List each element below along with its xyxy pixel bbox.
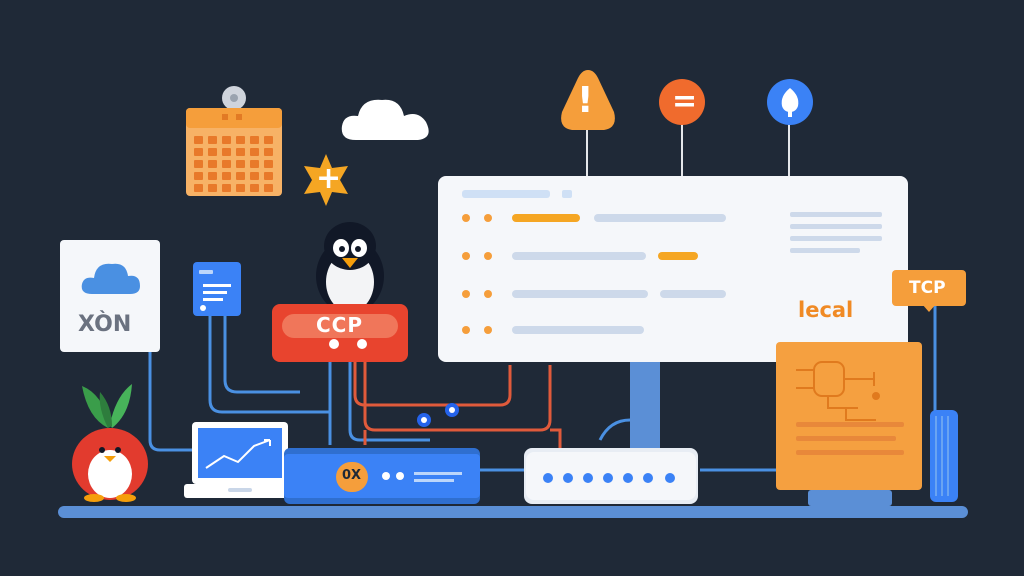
xon-card[interactable]: XÒN <box>60 240 160 352</box>
local-label: lecal <box>798 298 854 322</box>
document-icon[interactable] <box>193 262 241 318</box>
radish-penguin-icon <box>68 378 152 504</box>
cylinder-icon <box>928 410 960 502</box>
network-switch[interactable]: 0X <box>284 448 480 504</box>
switch-label: 0X <box>342 468 362 483</box>
ccp-label: CCP <box>316 313 364 337</box>
router-icon[interactable] <box>524 448 698 504</box>
warning-icon[interactable]: ! <box>560 68 616 132</box>
tcp-tag[interactable]: TCP <box>892 270 966 312</box>
star-badge-icon: + <box>298 152 354 208</box>
ccp-inner <box>282 314 398 338</box>
cloud-icon <box>338 92 436 144</box>
warning-mark: ! <box>577 80 594 121</box>
penguin-icon <box>310 218 390 312</box>
tcp-label: TCP <box>909 278 946 298</box>
ccp-badge[interactable]: CCP <box>272 304 408 362</box>
laptop-icon[interactable] <box>184 420 296 506</box>
pin-icon[interactable] <box>766 78 814 126</box>
circuit-icon <box>776 342 922 490</box>
switch-port-badge <box>336 462 368 492</box>
equals-mark: = <box>672 84 698 119</box>
plus-symbol: + <box>316 161 342 196</box>
base-bar <box>58 506 968 518</box>
panel-stand <box>630 362 660 448</box>
calendar-icon <box>184 86 284 198</box>
local-tag[interactable]: lecal <box>788 292 858 330</box>
equals-icon[interactable]: = <box>658 78 706 126</box>
main-dashboard-panel <box>438 176 908 362</box>
circuit-stand <box>808 490 892 506</box>
xon-label: XÒN <box>78 312 132 337</box>
